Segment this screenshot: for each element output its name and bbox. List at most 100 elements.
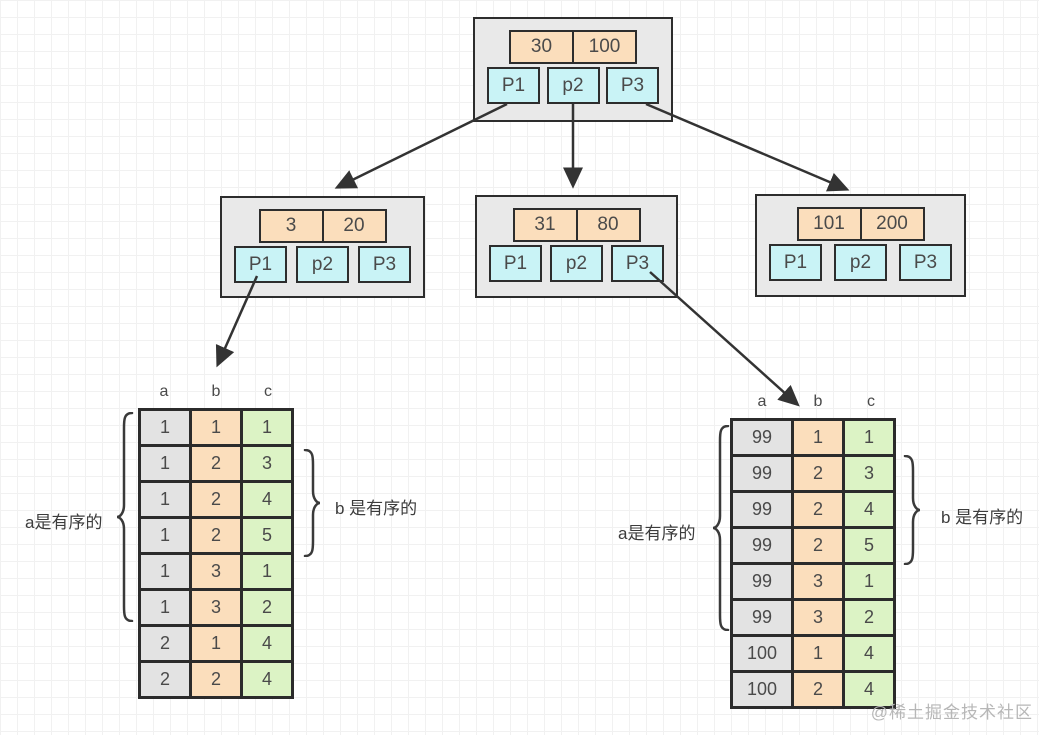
- cell-a: 1: [138, 444, 192, 483]
- cell-b: 3: [189, 588, 243, 627]
- table-row: 99 3 1: [730, 562, 896, 601]
- pointer-cell: P1: [234, 246, 287, 283]
- table-row: 1 2 4: [138, 480, 294, 519]
- cell-c: 4: [240, 480, 294, 519]
- pointer-cell: P3: [358, 246, 411, 283]
- key-cell: 80: [575, 208, 641, 242]
- column-header-a: a: [159, 383, 169, 400]
- cell-b: 2: [189, 516, 243, 555]
- key-cell: 30: [509, 30, 574, 64]
- cell-a: 99: [730, 598, 794, 637]
- column-header-a: a: [757, 393, 767, 410]
- cell-a: 2: [138, 660, 192, 699]
- pointer-cell: P1: [769, 244, 822, 281]
- cell-c: 2: [240, 588, 294, 627]
- column-header-b: b: [211, 383, 221, 400]
- brace-right-table-a: [712, 425, 730, 631]
- cell-b: 2: [791, 454, 845, 493]
- key-cell: 200: [859, 207, 925, 241]
- pointer-cell: P3: [611, 245, 664, 282]
- table-row: 99 2 5: [730, 526, 896, 565]
- cell-c: 4: [842, 490, 896, 529]
- pointer-cell: p2: [546, 67, 600, 104]
- left-data-table: 1 1 1 1 2 3 1 2 4 1 2 5 1 3 1 1 3 2 2 1 …: [138, 408, 294, 699]
- label-a-ordered-left: a是有序的: [25, 513, 103, 532]
- cell-b: 3: [791, 598, 845, 637]
- cell-c: 1: [842, 418, 896, 457]
- label-b-ordered-right: b 是有序的: [941, 508, 1024, 527]
- right-data-table: 99 1 1 99 2 3 99 2 4 99 2 5 99 3 1 99 3 …: [730, 418, 896, 709]
- cell-a: 2: [138, 624, 192, 663]
- column-header-c: c: [264, 383, 272, 400]
- label-a-ordered-right: a是有序的: [618, 524, 696, 543]
- cell-c: 2: [842, 598, 896, 637]
- key-cell: 3: [258, 209, 324, 243]
- key-row: 3 20: [222, 209, 423, 243]
- cell-c: 5: [842, 526, 896, 565]
- cell-c: 4: [240, 624, 294, 663]
- cell-a: 99: [730, 526, 794, 565]
- cell-c: 5: [240, 516, 294, 555]
- cell-a: 99: [730, 454, 794, 493]
- pointer-cell: P3: [899, 244, 952, 281]
- cell-a: 1: [138, 516, 192, 555]
- brace-left-table-b: [303, 449, 321, 557]
- btree-child-node-right: 101 200 P1 p2 P3: [755, 194, 966, 297]
- cell-c: 4: [842, 634, 896, 673]
- column-header-b: b: [813, 393, 823, 410]
- cell-a: 1: [138, 408, 192, 447]
- table-row: 100 2 4: [730, 670, 896, 709]
- pointer-row: P1 p2 P3: [475, 67, 671, 104]
- key-cell: 100: [572, 30, 637, 64]
- pointer-cell: P3: [606, 67, 659, 104]
- cell-b: 1: [791, 418, 845, 457]
- table-row: 99 3 2: [730, 598, 896, 637]
- table-row: 1 3 1: [138, 552, 294, 591]
- arrow-root-p3-to-right-child: [645, 102, 850, 192]
- key-cell: 31: [512, 208, 578, 242]
- cell-a: 100: [730, 670, 794, 709]
- cell-c: 4: [240, 660, 294, 699]
- cell-b: 2: [189, 660, 243, 699]
- label-b-ordered-left: b 是有序的: [335, 499, 418, 518]
- key-cell: 101: [796, 207, 862, 241]
- cell-b: 2: [791, 670, 845, 709]
- cell-b: 3: [189, 552, 243, 591]
- cell-a: 1: [138, 480, 192, 519]
- table-row: 2 1 4: [138, 624, 294, 663]
- table-row: 99 2 4: [730, 490, 896, 529]
- pointer-cell: p2: [834, 244, 887, 281]
- pointer-row: P1 p2 P3: [477, 245, 676, 282]
- cell-b: 2: [189, 480, 243, 519]
- cell-b: 1: [189, 408, 243, 447]
- key-cell: 20: [321, 209, 387, 243]
- cell-a: 1: [138, 588, 192, 627]
- pointer-cell: P1: [487, 67, 540, 104]
- cell-a: 99: [730, 562, 794, 601]
- btree-child-node-left: 3 20 P1 p2 P3: [220, 196, 425, 298]
- cell-c: 3: [240, 444, 294, 483]
- column-header-c: c: [867, 393, 875, 410]
- cell-c: 1: [240, 408, 294, 447]
- key-row: 101 200: [757, 207, 964, 241]
- btree-root-node: 30 100 P1 p2 P3: [473, 17, 673, 122]
- table-row: 1 2 5: [138, 516, 294, 555]
- pointer-cell: P1: [489, 245, 542, 282]
- table-row: 1 2 3: [138, 444, 294, 483]
- watermark: @稀土掘金技术社区: [870, 703, 1033, 722]
- cell-a: 100: [730, 634, 794, 673]
- cell-a: 99: [730, 418, 794, 457]
- cell-c: 1: [240, 552, 294, 591]
- pointer-cell: p2: [550, 245, 603, 282]
- cell-b: 1: [189, 624, 243, 663]
- pointer-cell: p2: [296, 246, 349, 283]
- key-row: 30 100: [475, 30, 671, 64]
- table-row: 2 2 4: [138, 660, 294, 699]
- table-row: 1 1 1: [138, 408, 294, 447]
- btree-child-node-middle: 31 80 P1 p2 P3: [475, 195, 678, 298]
- cell-c: 1: [842, 562, 896, 601]
- table-row: 99 1 1: [730, 418, 896, 457]
- table-row: 1 3 2: [138, 588, 294, 627]
- cell-b: 1: [791, 634, 845, 673]
